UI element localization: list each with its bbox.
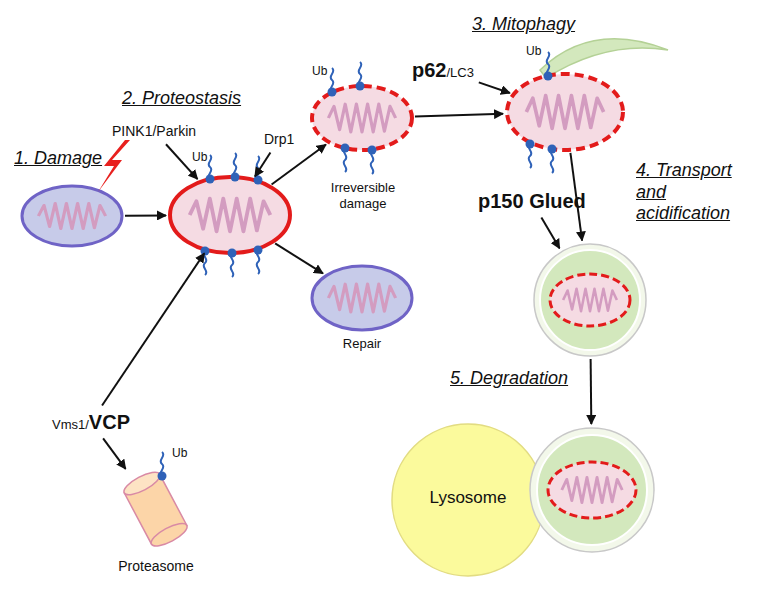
agent-label: p150 Glued [476, 188, 588, 215]
arrow-connector [541, 218, 559, 249]
ubiquitin-label: Ub [172, 446, 187, 460]
node-text: Proteasome [110, 558, 202, 575]
arrow-connector [275, 243, 323, 273]
autophagosome: 4. Transport and acidification [534, 244, 646, 356]
arrow-connector [272, 145, 326, 185]
node-subtext: Irreversible damage [327, 180, 399, 211]
node-text: Repair [312, 336, 412, 352]
autolysosome: 5. Degradation [530, 428, 654, 552]
arrow-connector [590, 359, 593, 424]
autophagosome-drawing [530, 428, 654, 552]
node-text: p150 Glued [478, 190, 586, 213]
arrow-connector [415, 114, 503, 117]
agent-label: PINK1/Parkin [110, 120, 198, 142]
agent-label: Vms1/VCP [50, 408, 132, 436]
proteasome: Proteasome [128, 472, 184, 548]
mitochondrion-drawing [507, 74, 623, 150]
node-text: Drp1 [264, 131, 294, 147]
node-text: Ub [312, 64, 327, 78]
proteasome-drawing [121, 468, 190, 550]
mitochondrion-drawing [170, 177, 290, 253]
agent-label: Drp1 [262, 128, 296, 150]
node-subtext: /LC3 [446, 65, 473, 80]
mitochondrion: Ub [507, 74, 623, 150]
phagophore [540, 39, 668, 78]
mitochondrion: UbIrreversible damage [312, 86, 412, 150]
arrow-connector [102, 253, 204, 405]
step-heading: 3. Mitophagy [472, 14, 575, 36]
lysosome-drawing [392, 424, 544, 576]
step-heading: 2. Proteostasis [122, 88, 241, 110]
damage-bolt [98, 140, 130, 192]
agent-label: p62/LC3 [410, 56, 476, 84]
mitochondrion-drawing [312, 266, 412, 330]
node-text: Vms1/ [52, 417, 89, 432]
mitochondrion: 1. Damage [22, 186, 122, 246]
arrow-connector [255, 153, 271, 177]
node-text: p62 [412, 59, 446, 81]
mitochondrion-drawing [312, 86, 412, 150]
autophagosome-drawing [534, 244, 646, 356]
arrow-connector [103, 438, 126, 468]
node-text: PINK1/Parkin [112, 123, 196, 139]
node-text: 1. Damage [14, 148, 102, 170]
mitochondrion-drawing [22, 186, 122, 246]
node-subtext: VCP [89, 411, 130, 433]
mitochondrion: Repair [312, 266, 412, 330]
arrow-connector [479, 82, 510, 93]
ubiquitin-chain [161, 52, 554, 476]
node-text: Lysosome [392, 488, 544, 508]
lysosome: Lysosome [392, 424, 544, 576]
node-text: Ub [526, 44, 541, 58]
node-text: 4. Transport and acidification [636, 160, 752, 225]
mitochondrion: Ub [170, 177, 290, 253]
ubiquitin-dot [158, 72, 557, 481]
node-text: Ub [192, 150, 207, 164]
arrow-connector [125, 214, 166, 216]
node-text: 5. Degradation [450, 368, 568, 390]
